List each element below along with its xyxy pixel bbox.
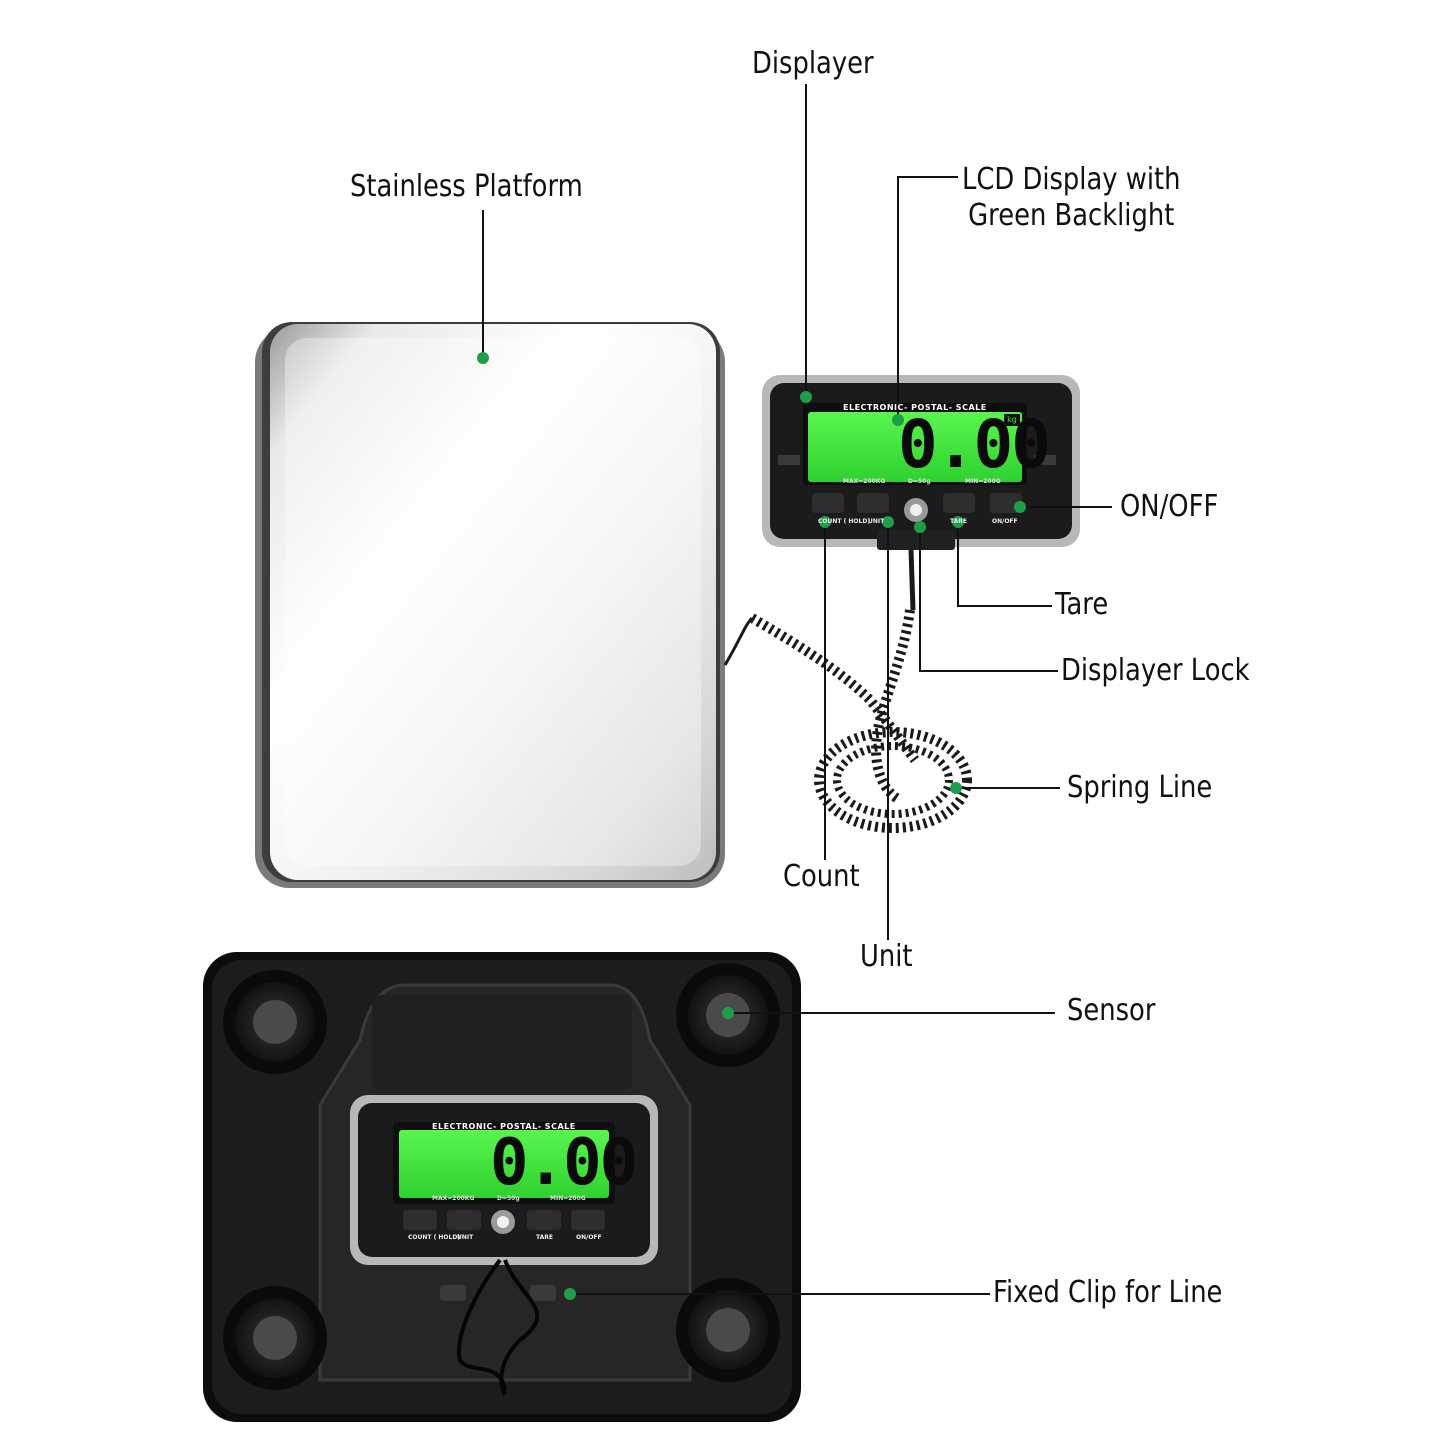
leader-lines [482, 84, 1112, 1295]
callout-markers [477, 352, 1026, 1300]
displayer-unit [762, 375, 1080, 611]
spring-line-cable [723, 609, 972, 833]
clip-right [530, 1285, 556, 1301]
label-displayer-lock: Displayer Lock [1061, 653, 1250, 688]
label-spring-line: Spring Line [1067, 770, 1213, 805]
label-on-off: ON/OFF [1120, 489, 1219, 524]
button-label-count: COUNT ( HOLD) [818, 518, 871, 525]
docked-displayer [350, 1095, 658, 1265]
sensor-foot-bottom-right [676, 1278, 780, 1382]
label-sensor: Sensor [1067, 993, 1156, 1028]
lcd-reading: 0.00 [898, 406, 1051, 483]
clip-left [440, 1285, 466, 1301]
sensor-foot-bottom-left [223, 1286, 327, 1390]
spec-min: MIN=200G [965, 478, 1001, 485]
docked-button-label-unit: UNIT [457, 1234, 474, 1241]
label-stainless-platform: Stainless Platform [350, 169, 583, 204]
docked-button-label-tare: TARE [536, 1234, 553, 1241]
spec-max: MAX=200KG [843, 478, 886, 485]
spec-d: D=50g [908, 478, 931, 485]
label-lcd-line1: LCD Display with [962, 162, 1181, 197]
sensor-foot-top-left [223, 970, 327, 1074]
label-lcd-line2: Green Backlight [968, 198, 1175, 233]
label-unit: Unit [860, 939, 913, 974]
label-lcd-display: LCD Display with Green Backlight [962, 162, 1180, 234]
docked-spec-d: D=50g [497, 1195, 520, 1202]
scale-bottom-view [203, 952, 801, 1422]
docked-lcd-reading: 0.00 [490, 1126, 638, 1200]
device-brand-text: ELECTRONIC- POSTAL- SCALE [843, 403, 987, 412]
label-tare: Tare [1055, 587, 1109, 622]
docked-button-label-count: COUNT ( HOLD) [408, 1234, 461, 1241]
label-fixed-clip: Fixed Clip for Line [993, 1275, 1223, 1310]
label-count: Count [783, 859, 860, 894]
docked-brand-text: ELECTRONIC- POSTAL- SCALE [432, 1122, 576, 1131]
unit-badge: kg [1004, 414, 1020, 426]
button-label-tare: TARE [950, 518, 967, 525]
stainless-platform [255, 322, 725, 888]
docked-spec-max: MAX=200KG [432, 1195, 475, 1202]
button-label-onoff: ON/OFF [992, 518, 1018, 525]
docked-spec-min: MIN=200G [550, 1195, 586, 1202]
button-label-unit: UNIT [868, 518, 885, 525]
label-displayer: Displayer [752, 46, 874, 81]
docked-button-label-onoff: ON/OFF [576, 1234, 602, 1241]
lcd-screen [808, 412, 1022, 482]
